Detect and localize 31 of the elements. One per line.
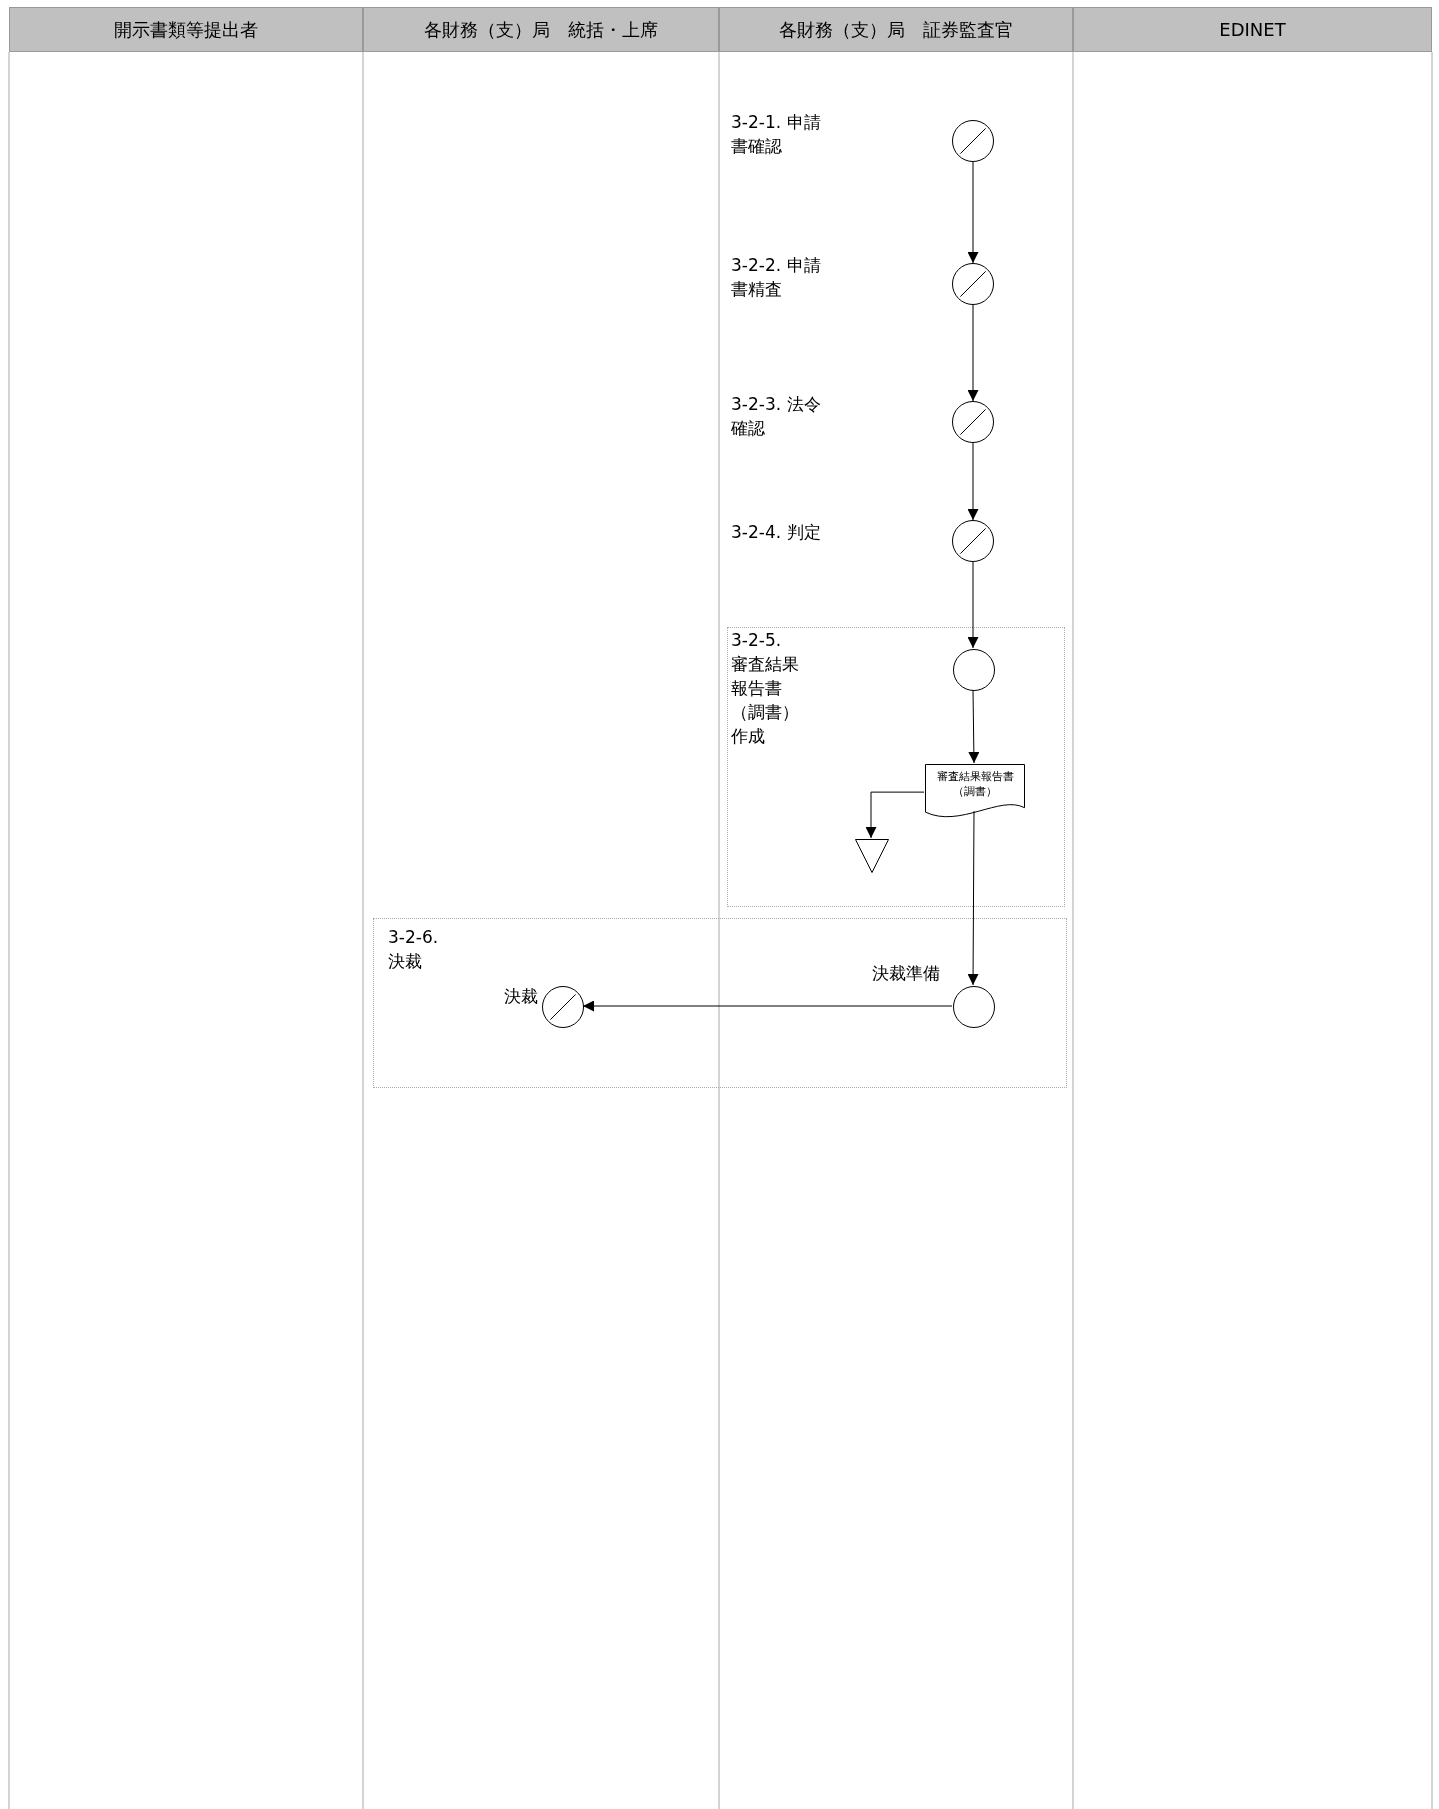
process-circle [953, 986, 995, 1028]
step-label: 3-2-2. 申請書精査 [731, 254, 822, 301]
arrow [967, 561, 979, 649]
lane-header: EDINET [1073, 7, 1432, 52]
process-group [373, 918, 1067, 1088]
step-label: 3-2-5. 審査結果報告書（調書）作成 [731, 629, 800, 748]
lane-header: 各財務（支）局 統括・上席 [363, 7, 719, 52]
arrow [967, 442, 979, 521]
completed-step-circle [952, 263, 994, 305]
document-shape: 審査結果報告書（調書） [925, 764, 1025, 820]
step-label: 3-2-1. 申請書確認 [731, 111, 822, 158]
process-circle [953, 649, 995, 691]
step-label: 決裁準備 [871, 962, 940, 985]
arrow [582, 1000, 953, 1012]
arrow [968, 689, 980, 764]
arrow [967, 304, 979, 402]
storage-triangle [855, 839, 889, 873]
step-label: 3-2-4. 判定 [731, 521, 822, 544]
completed-step-circle [952, 520, 994, 562]
arrow [865, 791, 925, 839]
completed-step-circle [952, 120, 994, 162]
process-group [727, 627, 1065, 907]
arrow [967, 810, 979, 986]
step-label: 決裁 [503, 985, 538, 1008]
completed-step-circle [542, 986, 584, 1028]
step-label: 3-2-6. 決裁 [388, 926, 440, 973]
step-label: 3-2-3. 法令確認 [731, 393, 822, 440]
arrow [967, 161, 979, 264]
lane-header: 各財務（支）局 証券監査官 [719, 7, 1073, 52]
lane-header: 開示書類等提出者 [9, 7, 363, 52]
completed-step-circle [952, 401, 994, 443]
